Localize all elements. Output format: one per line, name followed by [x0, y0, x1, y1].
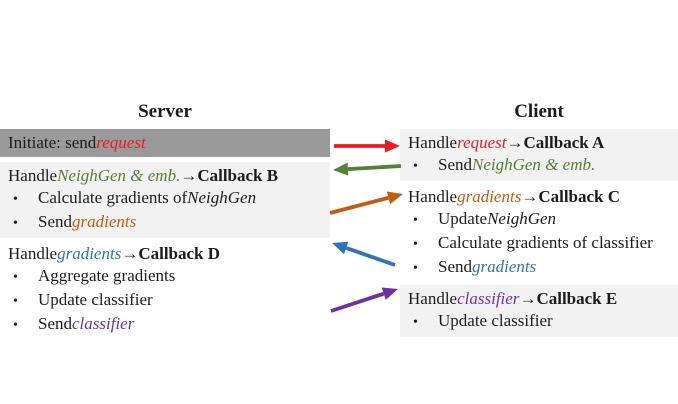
- text-segment: Handle: [8, 166, 58, 185]
- bullet-glyph: •: [413, 159, 418, 174]
- text-line: • Calculate gradients of NeighGen: [0, 187, 330, 211]
- text-segment: gradients: [57, 244, 122, 263]
- text-segment: Handle: [408, 133, 458, 152]
- text-segment: Send: [38, 212, 72, 231]
- text-segment: NeighGen & emb.: [472, 155, 596, 174]
- bullet-glyph: •: [13, 318, 18, 333]
- gradients-to-client-arrow: [329, 191, 403, 215]
- text-line: • Send NeighGen & emb.: [400, 154, 678, 178]
- text-segment: Update: [438, 209, 488, 228]
- bullet-glyph: •: [413, 261, 418, 276]
- text-line: • Update classifier: [400, 310, 678, 334]
- text-line: • Update classifier: [0, 289, 330, 313]
- text-segment: Calculate gradients of: [38, 188, 188, 207]
- text-segment: Send: [438, 155, 472, 174]
- request-arrow: [334, 139, 400, 153]
- text-segment: classifier: [72, 314, 135, 333]
- bullet-glyph: •: [413, 315, 418, 330]
- text-segment: Update classifier: [38, 290, 153, 309]
- gradients-to-server-arrow: [332, 241, 396, 267]
- neighgen-emb-arrow: [333, 162, 402, 176]
- text-segment: Callback D: [138, 244, 221, 263]
- text-line: Handle classifier → Callback E: [400, 288, 678, 310]
- text-segment: Handle: [8, 244, 58, 263]
- text-line: • Aggregate gradients: [0, 265, 330, 289]
- text-segment: Callback B: [197, 166, 279, 185]
- text-line: • Calculate gradients of classifier: [400, 232, 678, 256]
- text-line: • Send gradients: [0, 211, 330, 235]
- text-segment: gradients: [472, 257, 537, 276]
- client-column: Handle request → Callback A • Send NeighGe…: [400, 129, 678, 342]
- client-callback-e-block: Handle classifier → Callback E • Update cl…: [400, 285, 678, 337]
- bullet-glyph: •: [13, 294, 18, 309]
- client-callback-a-block: Handle request → Callback A • Send NeighGe…: [400, 129, 678, 181]
- text-segment: Callback E: [536, 289, 618, 308]
- text-segment: Callback A: [523, 133, 605, 152]
- text-segment: →: [121, 244, 139, 263]
- client-callback-c-block: Handle gradients → Callback C • Update Nei…: [400, 186, 678, 280]
- text-segment: Update classifier: [438, 311, 553, 330]
- server-callback-b-block: Handle NeighGen & emb. → Callback B • Calc…: [0, 162, 330, 238]
- text-segment: Handle: [408, 289, 458, 308]
- text-line: Handle gradients → Callback D: [0, 243, 330, 265]
- text-segment: request: [457, 133, 507, 152]
- bullet-glyph: •: [13, 216, 18, 231]
- text-segment: Send: [38, 314, 72, 333]
- text-segment: Callback C: [538, 187, 621, 206]
- text-line: Handle gradients → Callback C: [400, 186, 678, 208]
- text-segment: →: [506, 133, 524, 152]
- text-segment: NeighGen & emb.: [57, 166, 181, 185]
- text-line: • Send classifier: [0, 313, 330, 337]
- bullet-glyph: •: [413, 237, 418, 252]
- text-segment: NeighGen: [487, 209, 557, 228]
- client-column-title: Client: [514, 101, 564, 122]
- text-line: Handle request → Callback A: [400, 132, 678, 154]
- text-segment: gradients: [457, 187, 522, 206]
- classifier-arrow: [330, 287, 398, 313]
- bullet-glyph: •: [13, 270, 18, 285]
- text-segment: request: [96, 133, 146, 152]
- text-segment: →: [519, 289, 537, 308]
- text-line: • Send gradients: [400, 256, 678, 280]
- text-segment: gradients: [72, 212, 137, 231]
- bullet-glyph: •: [413, 213, 418, 228]
- text-line: • Update NeighGen: [400, 208, 678, 232]
- text-segment: Handle: [408, 187, 458, 206]
- text-segment: Initiate: send: [8, 133, 97, 152]
- text-line: Handle NeighGen & emb. → Callback B: [0, 165, 330, 187]
- text-segment: →: [521, 187, 539, 206]
- text-segment: Calculate gradients of classifier: [438, 233, 653, 252]
- text-segment: classifier: [457, 289, 520, 308]
- text-segment: NeighGen: [187, 188, 257, 207]
- text-segment: Aggregate gradients: [38, 266, 176, 285]
- text-segment: Send: [438, 257, 472, 276]
- server-callback-d-block: Handle gradients → Callback D • Aggregate …: [0, 243, 330, 337]
- text-segment: →: [180, 166, 198, 185]
- server-column-title: Server: [138, 101, 192, 122]
- text-line: Initiate: send request: [0, 132, 330, 154]
- bullet-glyph: •: [13, 192, 18, 207]
- server-initiate-block: Initiate: send request: [0, 129, 330, 157]
